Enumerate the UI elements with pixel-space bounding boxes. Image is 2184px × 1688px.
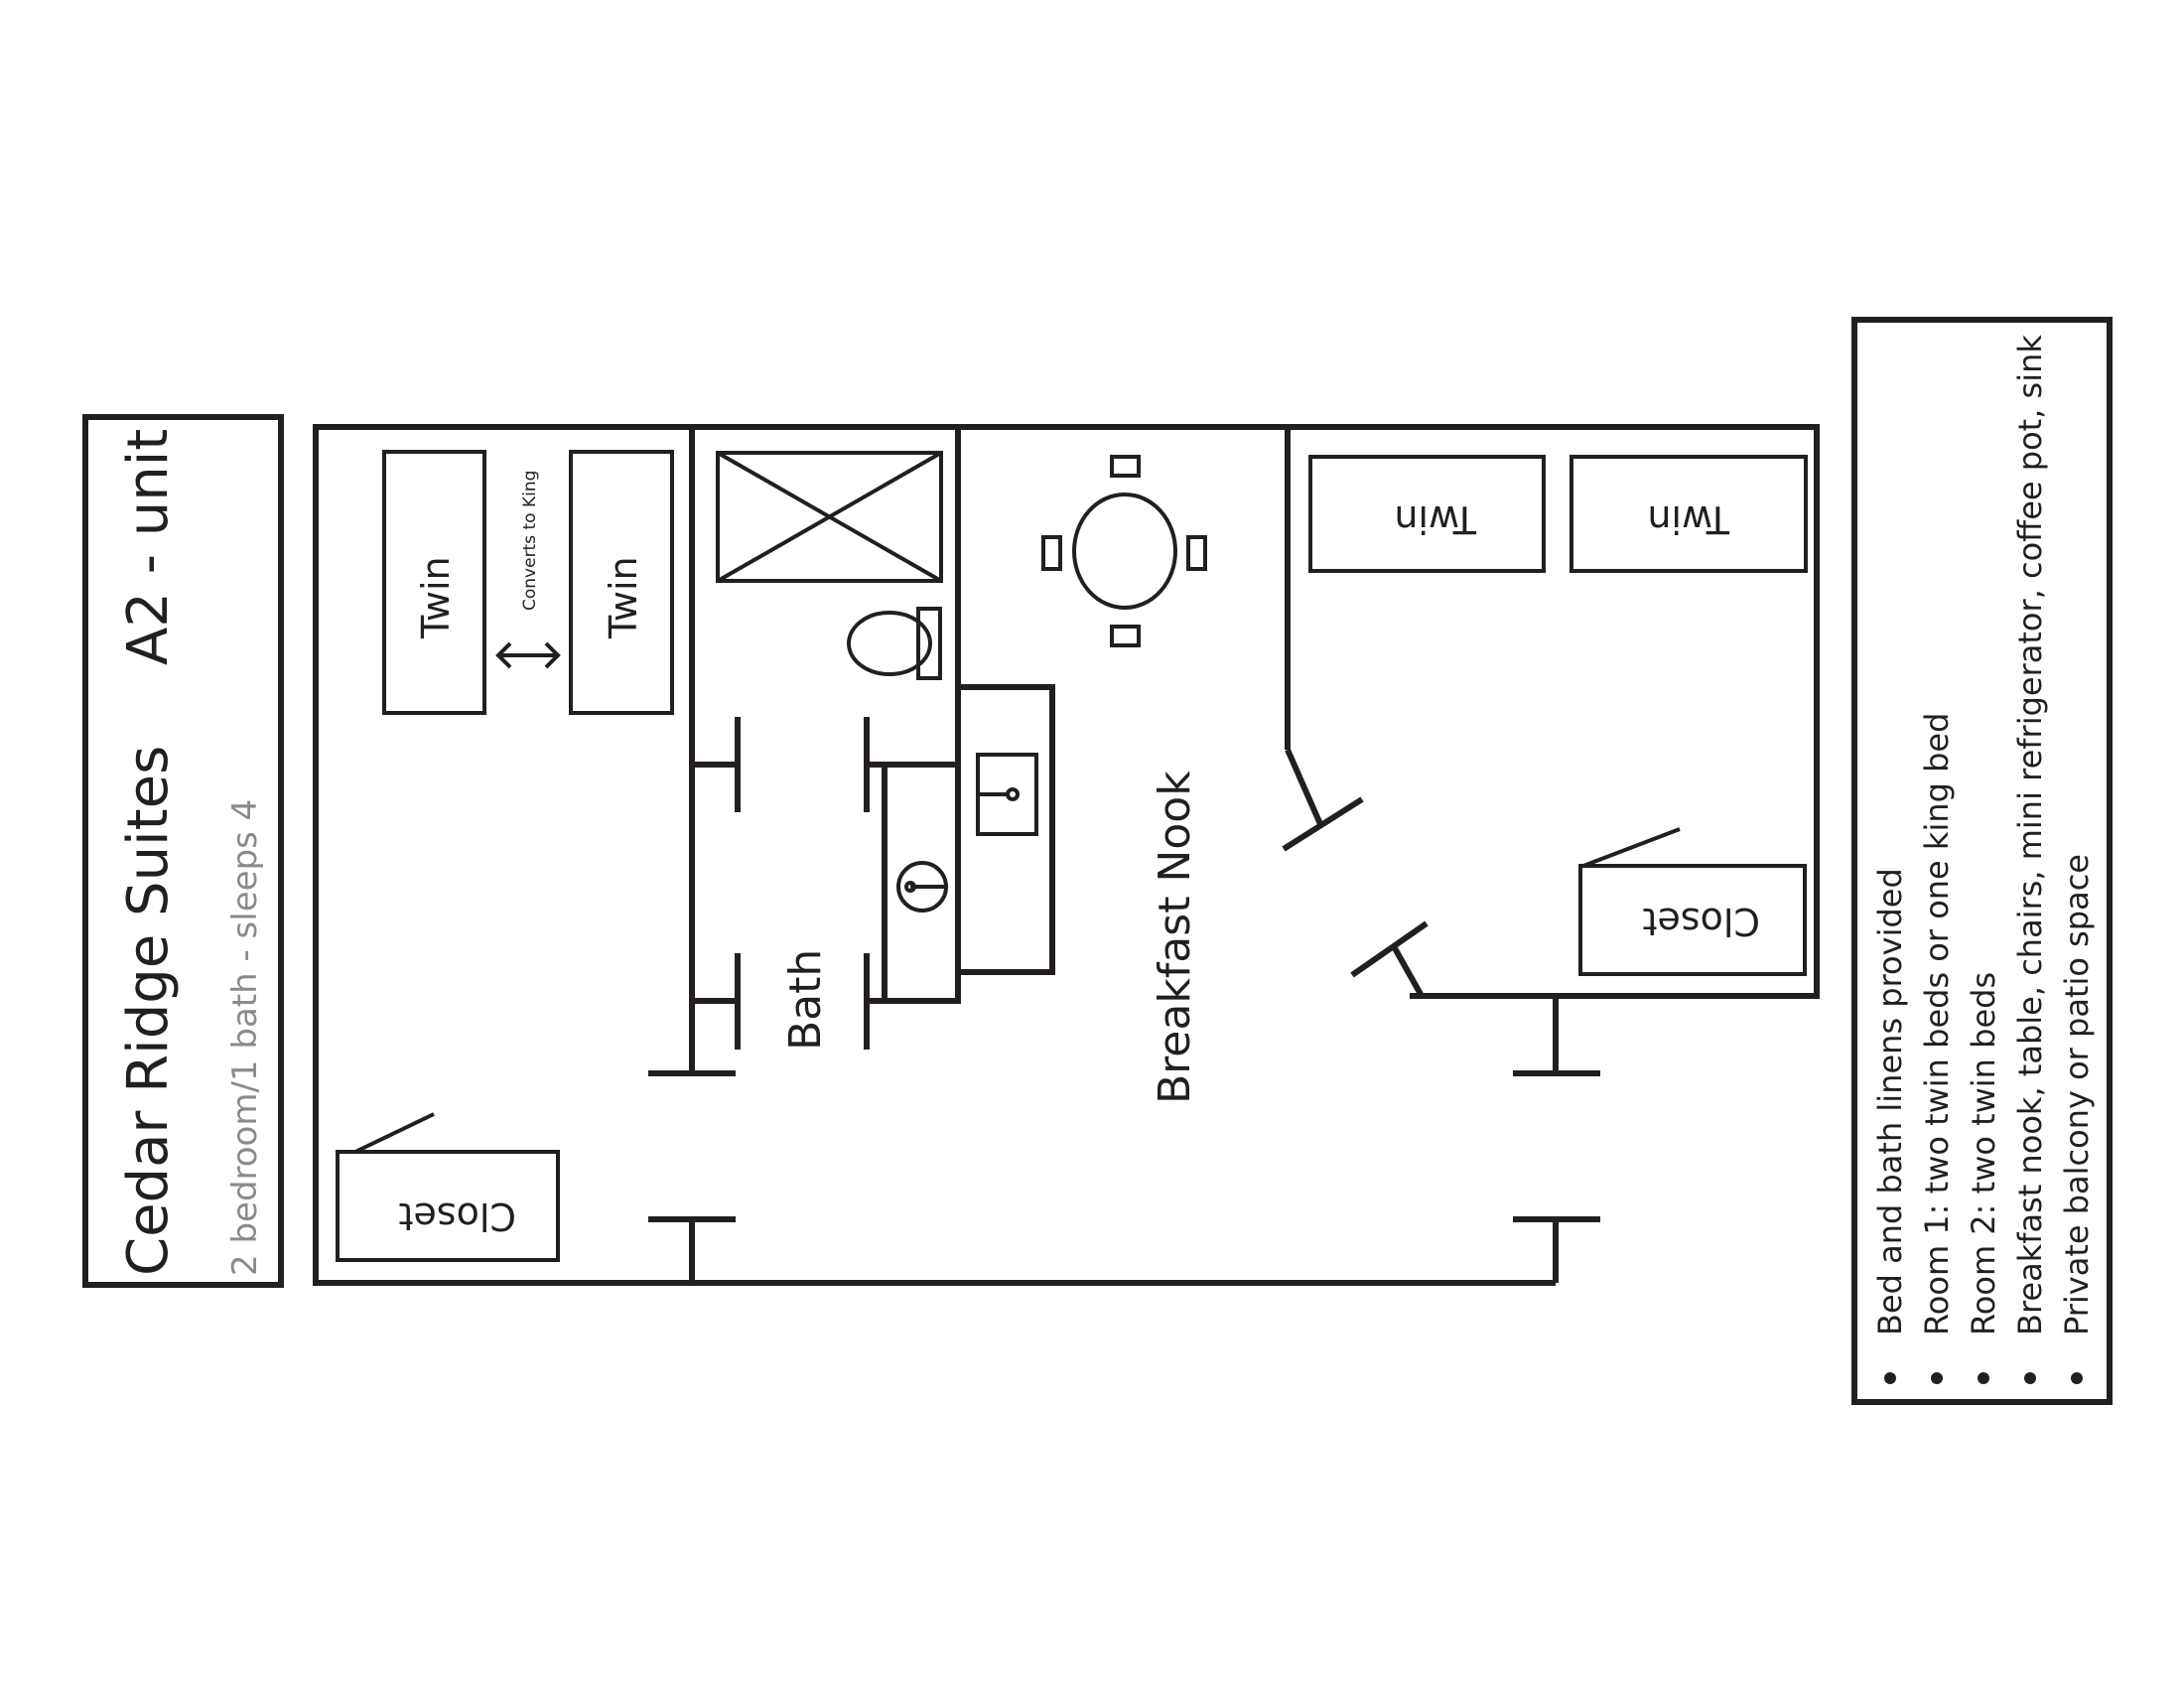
chair-bottom [1110, 625, 1141, 647]
double-arrow-head-left [495, 641, 512, 669]
bedroom2-partition [1282, 427, 1429, 998]
breakfast-nook-label: Breakfast Nook [1150, 771, 1200, 1104]
features-box-frame [1851, 317, 2113, 1405]
chair-right [1186, 535, 1207, 571]
converts-to-king-note: Converts to King [520, 471, 540, 611]
room1-twin-bed-right [569, 450, 674, 715]
room1-closet-label: Closet [399, 1195, 516, 1238]
bullet-icon [2024, 1372, 2036, 1384]
room2-twin-bed-right [1570, 455, 1808, 573]
room1-twin-bed-left-label: Twin [414, 556, 458, 639]
suite-title: Cedar Ridge Suites [116, 746, 181, 1276]
bath: Bath [716, 451, 961, 1051]
bath-label: Bath [780, 949, 831, 1051]
toilet-bowl [847, 611, 932, 676]
room2-door-right-cap [1350, 920, 1429, 978]
room2-closet-door [1582, 827, 1681, 868]
bath-partition [864, 427, 961, 1050]
shower-stall [716, 451, 943, 583]
dining-table [1072, 492, 1177, 610]
room2-door-right-leaf [1392, 946, 1425, 998]
chair-top [1110, 455, 1141, 478]
room1-twin-bed-right-label: Twin [602, 556, 645, 639]
room1-closet-door [354, 1112, 435, 1154]
room1-twin-bed-left [382, 450, 486, 715]
feature-item: Room 2: two twin beds [1965, 972, 2002, 1384]
feature-text: Private balcony or patio space [2058, 854, 2096, 1336]
feature-item: Private balcony or patio space [2058, 854, 2096, 1384]
bullet-icon [1931, 1372, 1943, 1384]
feature-text: Room 1: two twin beds or one king bed [1918, 713, 1956, 1336]
bullet-icon [2071, 1372, 2083, 1384]
bedroom2: Twin Twin Closet [1308, 455, 1808, 976]
double-arrow-icon [495, 641, 561, 669]
room2-twin-bed-left [1308, 455, 1546, 573]
shower-cross-b [717, 451, 942, 583]
room2-twin-bed-left-label: Twin [1394, 497, 1477, 541]
room2-closet [1578, 864, 1807, 976]
kitchen-sink-drain [1006, 787, 1020, 801]
breakfast-nook: Breakfast Nook [955, 455, 1207, 1104]
feature-text: Room 2: two twin beds [1965, 972, 2002, 1336]
feature-list: Bed and bath linens provided Room 1: two… [1871, 335, 2096, 1384]
feature-item: Room 1: two twin beds or one king bed [1918, 713, 1956, 1384]
unit-label: A2 - unit [116, 429, 181, 665]
bedroom1-partition [648, 427, 741, 1283]
outer-walls [313, 424, 1820, 1286]
chair-left [1041, 535, 1062, 571]
unit-subtitle: 2 bedroom/1 bath - sleeps 4 [225, 799, 265, 1276]
room1-closet [336, 1150, 560, 1262]
features-box: Bed and bath linens provided Room 1: two… [1851, 317, 2113, 1405]
toilet-tank [916, 607, 942, 680]
outer-wall [313, 424, 1556, 1286]
room2-closet-label: Closet [1643, 900, 1760, 943]
title-box-frame [82, 414, 284, 1288]
room2-twin-bed-right-label: Twin [1647, 497, 1730, 541]
kitchenette-counter [955, 684, 1055, 975]
room2-door-left-leaf [1285, 748, 1323, 826]
double-arrow-head-right [544, 641, 561, 669]
bullet-icon [1978, 1372, 1989, 1384]
bedroom1: Twin Twin Converts to King Closet [336, 450, 674, 1262]
room2-door-left-cap [1282, 796, 1364, 852]
title-box: A2 - unit Cedar Ridge Suites 2 bedroom/1… [82, 414, 284, 1288]
feature-item: Bed and bath linens provided [1871, 868, 1909, 1384]
feature-text: Breakfast nook, table, chairs, mini refr… [2011, 335, 2049, 1336]
feature-item: Breakfast nook, table, chairs, mini refr… [2011, 335, 2049, 1384]
bullet-icon [1884, 1372, 1896, 1384]
feature-text: Bed and bath linens provided [1871, 868, 1909, 1336]
